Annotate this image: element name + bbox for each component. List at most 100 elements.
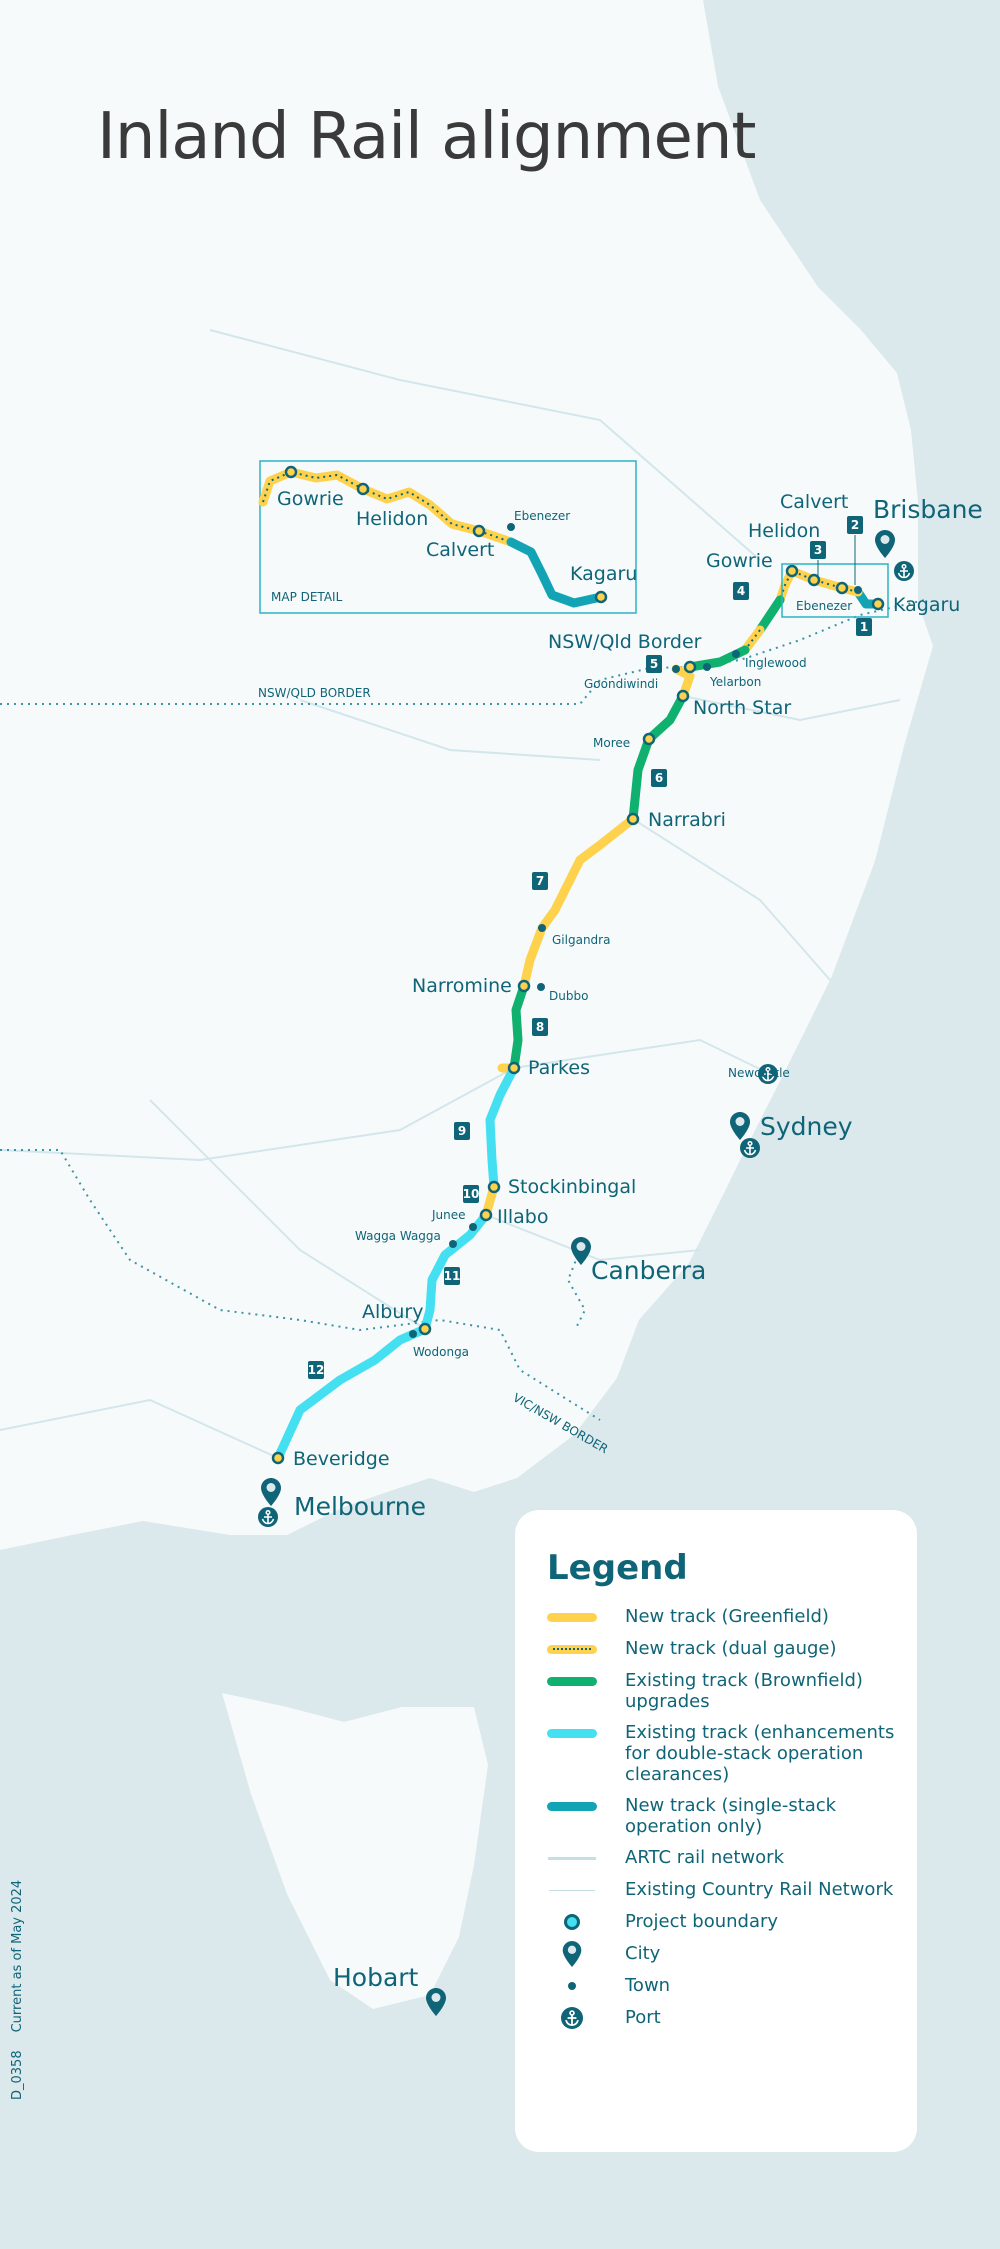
state-borders xyxy=(0,599,926,1421)
label-inglewood: Inglewood xyxy=(745,656,807,670)
hairline-icon xyxy=(547,1879,597,1901)
label-newcastle: Newcastle xyxy=(728,1066,790,1080)
section-number: 7 xyxy=(536,874,544,888)
section-number: 6 xyxy=(655,771,663,785)
detail-label-gowrie: Gowrie xyxy=(277,488,344,510)
solid-line-green-icon xyxy=(547,1670,597,1692)
town-marker xyxy=(672,665,680,673)
section-number: 11 xyxy=(444,1269,461,1283)
currency-note: Current as of May 2024 xyxy=(10,1879,25,2033)
label-junee: Junee xyxy=(431,1208,466,1222)
project-boundary-marker xyxy=(807,573,821,587)
city-label-sydney: Sydney xyxy=(760,1112,853,1141)
port-anchor-icon xyxy=(258,1507,278,1527)
label-moree: Moree xyxy=(593,736,630,750)
section-number: 5 xyxy=(650,657,658,671)
label-nsw-qld-border: NSW/Qld Border xyxy=(548,631,702,653)
legend-item: New track (dual gauge) xyxy=(547,1638,897,1660)
town-marker xyxy=(537,983,545,991)
section-badge-5: 5 xyxy=(646,655,662,673)
document-code: D_0358 xyxy=(10,2050,25,2100)
project-boundary-marker xyxy=(418,1322,432,1336)
project-boundary-marker xyxy=(676,689,690,703)
label-north-star: North Star xyxy=(693,697,791,719)
city-label-hobart: Hobart xyxy=(333,1963,419,1992)
section-number: 10 xyxy=(463,1187,480,1201)
section-number: 2 xyxy=(851,518,859,532)
label-helidon: Helidon xyxy=(748,520,820,542)
town-marker xyxy=(538,924,546,932)
label-wodonga: Wodonga xyxy=(413,1345,469,1359)
project-boundary-marker xyxy=(594,590,608,604)
port-anchor-icon xyxy=(894,561,914,581)
solid-line-teal-icon xyxy=(547,1795,597,1817)
ring-icon xyxy=(547,1911,597,1933)
section-badge-3: 3 xyxy=(810,541,826,559)
dot-icon xyxy=(547,1975,597,1997)
label-ebenezer: Ebenezer xyxy=(796,599,852,613)
section-number: 4 xyxy=(737,584,745,598)
section-badge-1: 1 xyxy=(856,618,872,636)
town-marker xyxy=(409,1330,417,1338)
pin-icon xyxy=(547,1943,597,1965)
town-marker xyxy=(507,523,515,531)
section-badge-4: 4 xyxy=(733,582,749,600)
dotted-line-yellow-icon xyxy=(547,1638,597,1660)
section-badge-12: 12 xyxy=(308,1361,324,1379)
legend-item: New track (Greenfield) xyxy=(547,1606,897,1628)
legend-item: ARTC rail network xyxy=(547,1847,897,1869)
map-detail-box xyxy=(259,460,637,614)
label-stockinbingal: Stockinbingal xyxy=(508,1176,636,1198)
section-number: 9 xyxy=(458,1124,466,1138)
detail-single-stack xyxy=(506,537,606,608)
project-boundary-marker xyxy=(479,1208,493,1222)
section-badge-11: 11 xyxy=(444,1267,461,1285)
town-marker xyxy=(854,586,862,594)
legend-item: City xyxy=(547,1943,897,1965)
anchor-icon xyxy=(547,2007,597,2029)
label-gowrie: Gowrie xyxy=(706,550,773,572)
label-gilgandra: Gilgandra xyxy=(552,933,610,947)
legend: Legend New track (Greenfield) New track … xyxy=(515,1510,917,2152)
port-anchor-icon xyxy=(740,1138,760,1158)
solid-line-yellow-icon xyxy=(547,1606,597,1628)
section-number: 8 xyxy=(536,1020,544,1034)
project-boundary-marker xyxy=(626,812,640,826)
label-calvert: Calvert xyxy=(780,491,848,513)
legend-item: Existing track (enhancements for double-… xyxy=(547,1722,897,1785)
enhancement-segment xyxy=(485,1063,519,1192)
label-nsw-qld-border-line: NSW/QLD BORDER xyxy=(258,686,371,700)
detail-label-calvert: Calvert xyxy=(426,539,494,561)
town-marker xyxy=(469,1223,477,1231)
brownfield-segment xyxy=(509,981,529,1073)
detail-label-ebenezer: Ebenezer xyxy=(514,509,570,523)
city-label-brisbane: Brisbane xyxy=(873,495,983,524)
project-boundary-marker xyxy=(835,581,849,595)
section-badge-10: 10 xyxy=(463,1185,480,1203)
project-boundary-marker xyxy=(785,564,799,578)
legend-item: Town xyxy=(547,1975,897,1997)
project-boundary-marker xyxy=(642,732,656,746)
page-title: Inland Rail alignment xyxy=(97,100,756,174)
label-beveridge: Beveridge xyxy=(293,1448,390,1470)
label-dubbo: Dubbo xyxy=(549,989,588,1003)
label-narromine: Narromine xyxy=(412,975,512,997)
map-detail-label: MAP DETAIL xyxy=(271,590,343,604)
label-illabo: Illabo xyxy=(497,1206,549,1228)
section-badge-2: 2 xyxy=(847,516,863,534)
legend-item: Port xyxy=(547,2007,897,2029)
section-badge-8: 8 xyxy=(532,1018,548,1036)
project-boundary-marker xyxy=(517,979,531,993)
mainland xyxy=(0,0,933,1550)
label-wagga-wagga: Wagga Wagga xyxy=(355,1229,441,1243)
legend-item: Project boundary xyxy=(547,1911,897,1933)
label-kagaru: Kagaru xyxy=(893,594,960,616)
solid-line-cyan-icon xyxy=(547,1722,597,1744)
project-boundary-marker xyxy=(507,1061,521,1075)
project-boundary-marker xyxy=(487,1180,501,1194)
detail-label-helidon: Helidon xyxy=(356,508,428,530)
detail-dual-gauge-dots xyxy=(262,470,512,543)
label-yelarbon: Yelarbon xyxy=(709,675,761,689)
artc-rail-network xyxy=(0,329,901,1459)
